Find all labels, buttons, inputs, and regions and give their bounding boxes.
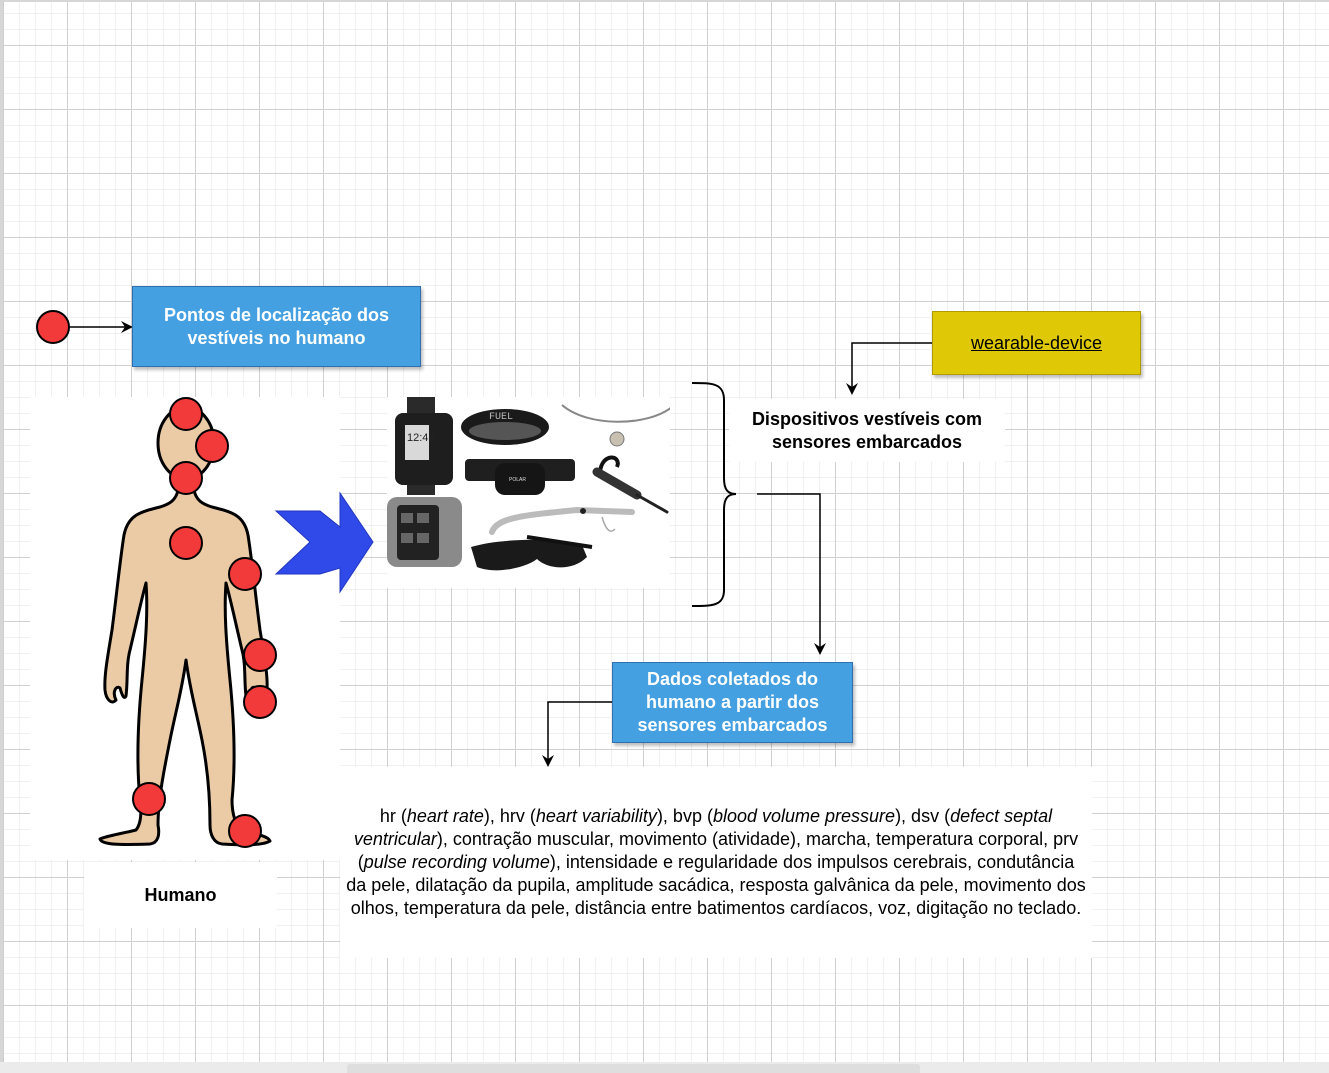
fitness-band-fuel-icon: FUEL [461,409,549,445]
data-term-italic: heart variability [535,806,657,826]
sensor-dot-wrist[interactable] [243,638,277,672]
sensor-dot-neck[interactable] [169,461,203,495]
brace-to-data-connector-arrow[interactable] [757,493,826,655]
wearable-devices-image[interactable]: 12:46 FUEL POLAR [387,397,673,588]
data-term-italic: defect septal ventricular [353,806,1053,849]
data-text-segment: ), intensidade e regularidade dos impuls… [346,852,1086,918]
tag-connector-arrow[interactable] [846,342,932,395]
collected-data-list-text: hr (heart rate), hrv (heart variability)… [346,805,1086,920]
legend-sensor-dot-icon[interactable] [36,310,70,344]
svg-text:12:46: 12:46 [407,432,435,444]
devices-label: Dispositivos vestíveis com sensores emba… [751,408,983,452]
sensor-dot-head-top[interactable] [169,397,203,431]
legend-label-box[interactable]: Pontos de localização dos vestíveis no h… [132,286,421,367]
wearable-device-tag-label[interactable]: wearable-device [970,332,1103,353]
sensor-dot-chest[interactable] [169,526,203,560]
blue-chevron-arrow-icon[interactable] [274,491,374,594]
chest-strap-polar-icon: POLAR [465,459,575,495]
devices-label-box[interactable]: Dispositivos vestíveis com sensores emba… [729,399,1005,462]
smartwatch-pebble-icon: 12:46 [395,397,453,495]
human-label-box[interactable]: Humano [84,862,277,928]
wearable-device-tag[interactable]: wearable-device [932,311,1141,375]
data-collected-box[interactable]: Dados coletados do humano a partir dos s… [612,662,853,743]
svg-text:POLAR: POLAR [509,477,526,483]
data-text-segment: ), hrv ( [483,806,536,826]
horizontal-scrollbar-thumb[interactable] [347,1064,920,1073]
sensor-dot-ankle[interactable] [132,782,166,816]
bluetooth-headset-icon [592,455,669,514]
curly-brace[interactable] [691,382,737,607]
sensor-points [132,397,277,848]
svg-text:FUEL: FUEL [489,412,513,423]
data-term-italic: heart rate [406,806,484,826]
sensor-dot-upper-arm[interactable] [228,557,262,591]
data-text-segment: hr ( [379,806,407,826]
sensor-dot-hand[interactable] [243,685,277,719]
human-body-figure[interactable] [98,405,272,847]
data-term-italic: pulse recording volume [363,852,550,872]
wearable-devices-collage: 12:46 FUEL POLAR [387,397,673,571]
sensor-dot-foot[interactable] [228,814,262,848]
data-box-to-list-connector-arrow[interactable] [542,701,613,767]
canvas-left-border [0,0,3,1062]
smart-glasses-icon [489,506,635,535]
canvas-top-border [0,0,1329,2]
human-label: Humano [144,884,217,905]
data-term-italic: blood volume pressure [712,806,896,826]
smartwatch-square-icon [387,497,462,567]
legend-label: Pontos de localização dos vestíveis no h… [163,304,390,348]
data-text-segment: ), dsv ( [895,806,951,826]
data-collected-label: Dados coletados do humano a partir dos s… [637,669,828,735]
sport-sunglasses-icon [471,535,593,571]
sensor-dot-ear[interactable] [195,429,229,463]
horizontal-scrollbar[interactable] [0,1062,1329,1073]
pendant-necklace-icon [561,404,673,447]
data-text-segment: ), contração muscular, movimento (ativid… [357,829,1079,872]
data-text-segment: ), bvp ( [656,806,713,826]
collected-data-list[interactable]: hr (heart rate), hrv (heart variability)… [340,767,1092,958]
